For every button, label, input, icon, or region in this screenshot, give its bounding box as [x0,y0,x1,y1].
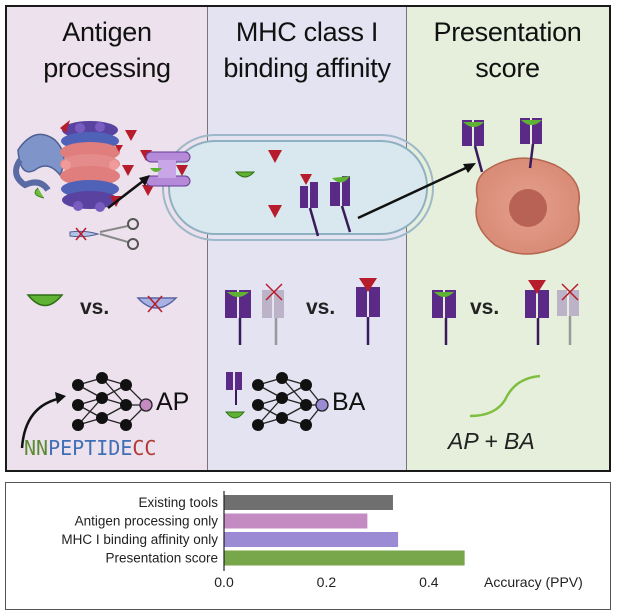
category-label: Presentation score [105,551,218,566]
sequence-prefix: NN [24,436,49,460]
category-label: Antigen processing only [75,514,219,529]
x-tick-label: 0.0 [214,574,234,590]
mhc-molecules-capsule [300,176,352,237]
ba-model-label: BA [332,388,366,416]
tap-arrow [107,177,148,209]
sigmoid-curve-icon [469,374,541,418]
antigen-processing-title: Antigen processing [43,17,171,83]
antigen-processing-panel [7,7,207,470]
figure-frame [5,5,611,472]
category-label: MHC I binding affinity only [61,532,218,547]
ba-comparison-icons [225,278,380,345]
ba-input-icons [224,372,246,419]
illustration-layer [13,118,580,449]
sequence-input-arrow [20,396,63,449]
bar [224,513,368,529]
presentation-score-title: Presentation score [433,17,582,83]
x-tick-label: 0.2 [317,574,337,590]
binding-affinity-title: MHC class I binding affinity [223,17,391,83]
sequence-core: PEPTIDE [48,436,133,460]
ap-network-nodes [72,372,153,431]
category-label: Existing tools [138,495,218,510]
ap-comparison-icons [26,294,178,313]
presentation-formula: AP + BA [448,428,535,454]
binding-affinity-panel [207,7,407,470]
proteasome-icon [13,120,120,212]
presentation-comparison-icons [432,280,579,345]
ba-vs-label: vs. [306,296,336,319]
bar [224,532,399,547]
cell-capsule [162,134,434,241]
presenting-cell-icon [462,118,580,255]
ap-model-label: AP [156,388,190,416]
ap-vs-label: vs. [80,296,110,319]
export-arrow [357,164,471,220]
scissors-icon [69,218,139,250]
x-axis-label: Accuracy (PPV) [484,574,583,590]
bar [224,550,465,566]
peptide-sequence: NNPEPTIDECC [24,436,156,460]
presentation-vs-label: vs. [470,296,500,319]
sequence-suffix: CC [132,436,157,460]
x-tick-label: 0.4 [419,574,439,590]
ba-network-nodes [252,372,329,431]
tap-transporter-icon [145,151,191,187]
bar [224,495,393,510]
